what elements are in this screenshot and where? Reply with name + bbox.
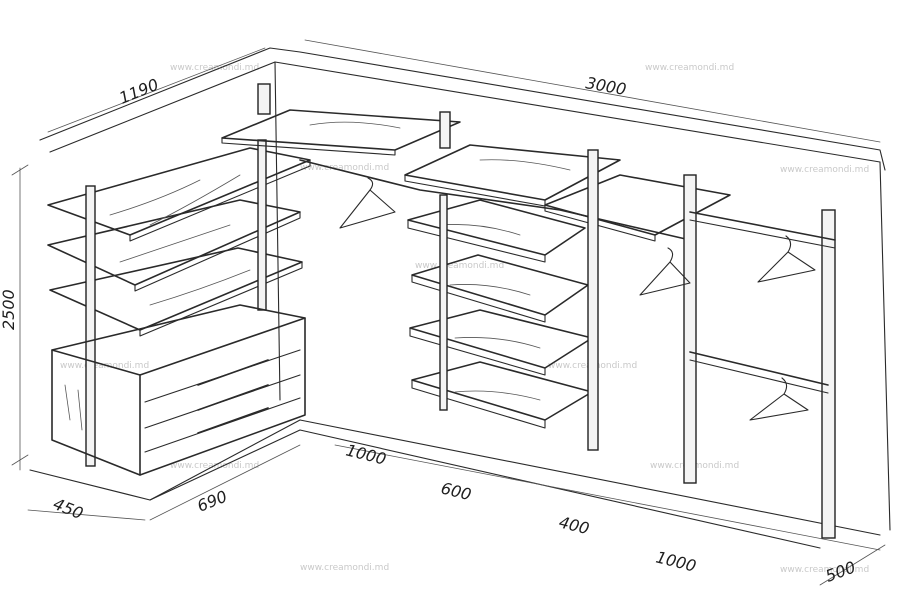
dim-height: 2500 bbox=[0, 289, 18, 330]
left-post-rear bbox=[257, 139, 267, 311]
dimension-lines bbox=[27, 39, 886, 586]
back-post-1 bbox=[257, 83, 271, 115]
dresser-front bbox=[139, 317, 306, 476]
watermark-4: www.creamondi.md bbox=[300, 163, 389, 173]
watermark-2: www.creamondi.md bbox=[645, 63, 734, 73]
dresser-handle-2 bbox=[197, 384, 269, 411]
back-shelf-right bbox=[544, 174, 731, 236]
dresser-handle-1 bbox=[197, 359, 269, 386]
left-shelf-unit bbox=[47, 139, 311, 476]
dim-gap-1: 1000 bbox=[344, 440, 388, 468]
middle-shelf-unit bbox=[407, 149, 599, 451]
top-hanging-rail bbox=[299, 159, 691, 241]
dim-section-1000: 1000 bbox=[654, 547, 698, 575]
mid-post-front bbox=[587, 149, 599, 451]
mid-post-rear bbox=[439, 194, 448, 411]
left-post-front bbox=[85, 185, 96, 467]
dim-depth-bottom: 450 bbox=[51, 494, 86, 523]
watermark-3: www.creamondi.md bbox=[780, 165, 869, 175]
watermark-6: www.creamondi.md bbox=[60, 361, 149, 371]
hanger-2 bbox=[639, 247, 691, 296]
dim-width-back: 3000 bbox=[584, 73, 627, 99]
hanger-4 bbox=[749, 377, 809, 421]
watermark-1: www.creamondi.md bbox=[170, 63, 259, 73]
right-post-2 bbox=[821, 209, 836, 539]
mid-shelf-1 bbox=[407, 199, 586, 256]
watermark-5: www.creamondi.md bbox=[415, 261, 504, 271]
dresser-handle-3 bbox=[197, 407, 269, 434]
watermark-10: www.creamondi.md bbox=[300, 563, 389, 573]
watermark-11: www.creamondi.md bbox=[780, 565, 869, 575]
hanger-3 bbox=[757, 235, 816, 283]
hanger-1 bbox=[339, 177, 396, 229]
dim-section-400: 400 bbox=[557, 512, 591, 538]
hangers bbox=[339, 177, 816, 421]
dim-section-600: 600 bbox=[439, 478, 473, 504]
dim-dresser-width: 690 bbox=[194, 487, 229, 516]
dim-depth-right: 500 bbox=[823, 557, 858, 585]
room-outline bbox=[11, 47, 891, 549]
right-lower-rail bbox=[689, 351, 829, 386]
back-shelf-left bbox=[221, 109, 461, 151]
dresser-side bbox=[51, 349, 141, 476]
top-back-shelves bbox=[221, 83, 731, 242]
dimension-labels: 1190 3000 2500 450 690 1000 600 400 1000… bbox=[0, 73, 858, 586]
right-post-1 bbox=[683, 174, 697, 484]
back-post-2 bbox=[439, 111, 451, 149]
right-hanging-unit bbox=[683, 174, 836, 539]
back-shelf-mid bbox=[404, 144, 621, 201]
right-upper-rail bbox=[689, 211, 836, 241]
dim-depth-left: 1190 bbox=[116, 75, 161, 108]
